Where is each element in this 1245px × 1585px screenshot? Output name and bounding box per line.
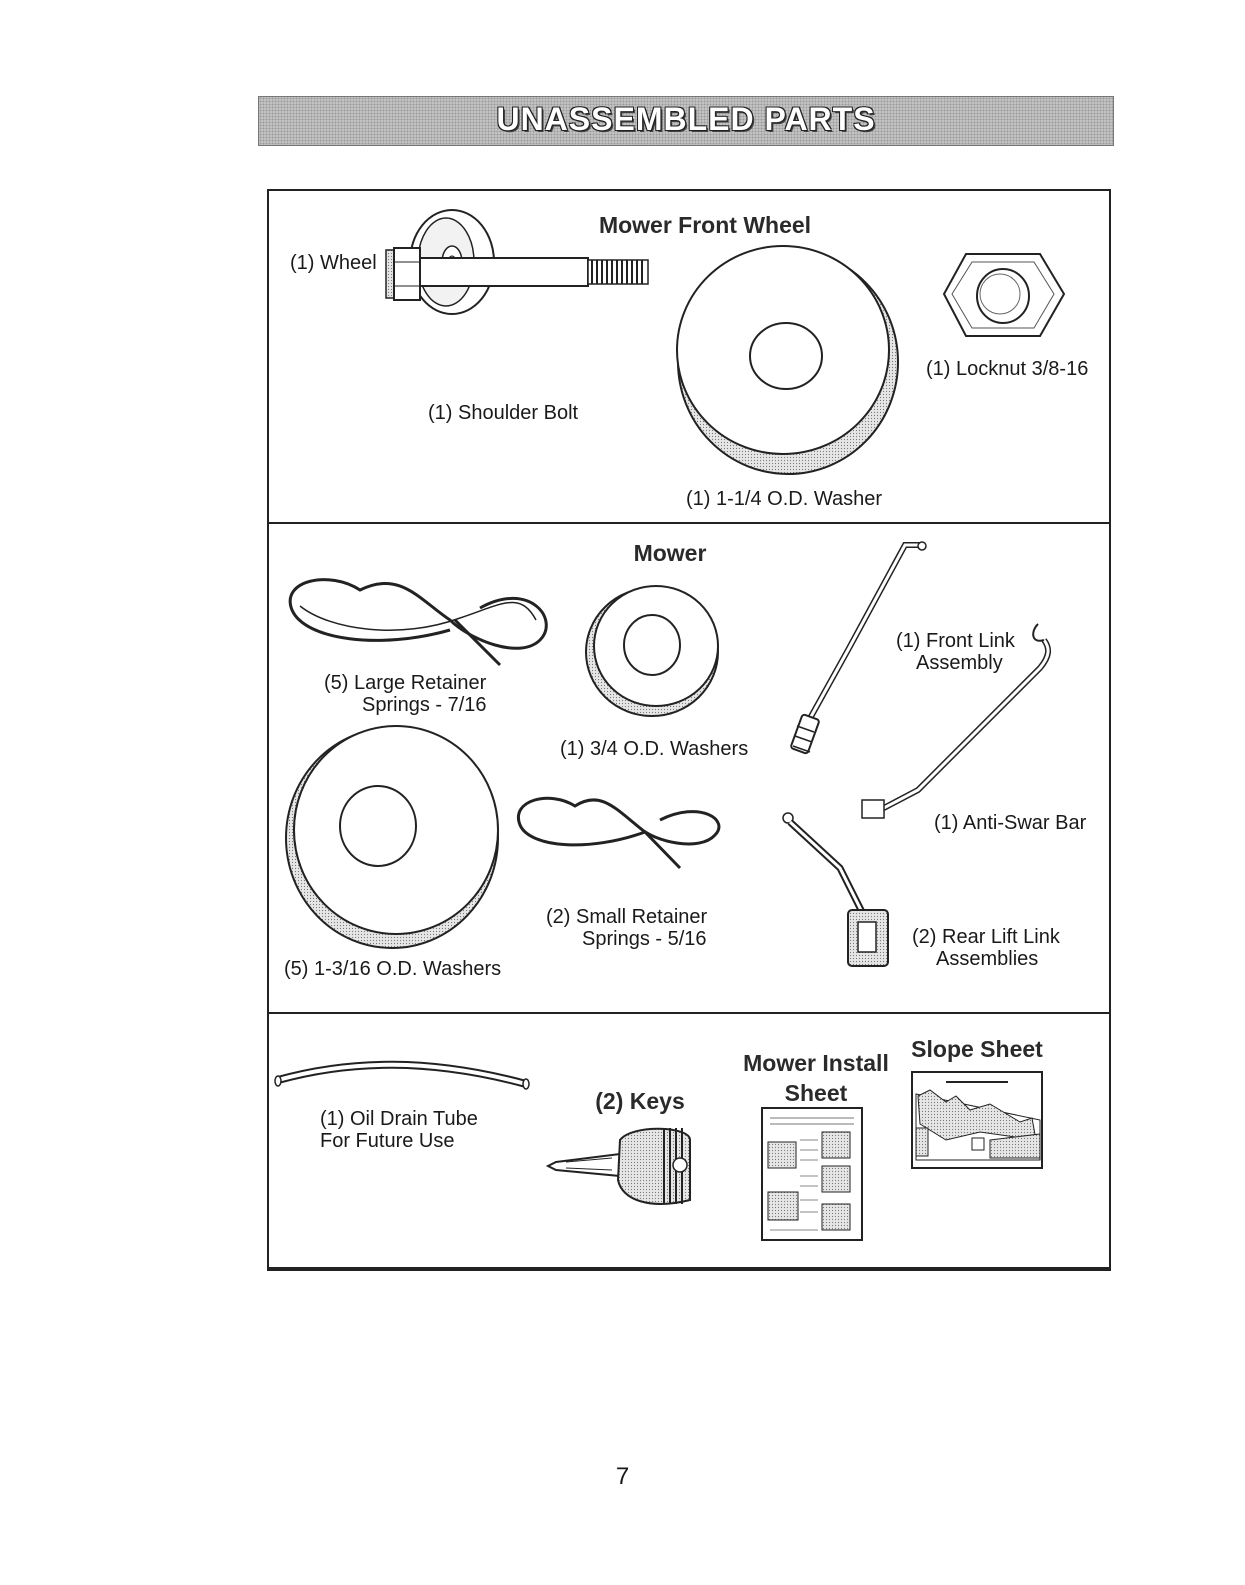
key-illustration [545, 1127, 691, 1205]
label-locknut: (1) Locknut 3/8-16 [926, 358, 1089, 380]
oil-drain-tube-illustration [274, 1060, 530, 1090]
label-small-springs-line2: Springs - 5/16 [582, 928, 707, 950]
label-shoulder-bolt: (1) Shoulder Bolt [428, 402, 579, 424]
label-anti-sway-bar: (1) Anti-Swar Bar [934, 812, 1087, 834]
large-washer-illustration [676, 245, 899, 475]
page-number: 7 [615, 1463, 630, 1490]
label-oil-drain-tube-line2: For Future Use [320, 1130, 455, 1152]
rear-lift-link-illustration [782, 812, 889, 967]
label-install-sheet-line1: Mower Install [743, 1050, 889, 1076]
install-sheet-illustration [761, 1107, 863, 1241]
label-rear-lift-line2: Assemblies [936, 948, 1039, 970]
label-large-springs-line1: (5) Large Retainer [324, 672, 487, 694]
section-banner: UNASSEMBLED PARTS [258, 96, 1114, 146]
front-link-illustration [790, 541, 927, 755]
label-front-link-line2: Assembly [916, 652, 1003, 674]
small-spring-illustration [516, 796, 721, 870]
label-washer-1-1-4: (1) 1-1/4 O.D. Washer [686, 488, 882, 510]
label-wheel: (1) Wheel [290, 252, 377, 274]
slope-sheet-illustration [911, 1071, 1043, 1169]
section-divider-1 [267, 522, 1111, 524]
parts-frame [267, 189, 1111, 1271]
label-install-sheet-line2: Sheet [784, 1080, 848, 1106]
medium-washer-illustration [285, 725, 499, 949]
label-keys: (2) Keys [595, 1088, 685, 1114]
label-oil-drain-tube-line1: (1) Oil Drain Tube [320, 1108, 478, 1130]
label-washers-3-4: (1) 3/4 O.D. Washers [560, 738, 749, 760]
large-spring-illustration [288, 578, 548, 667]
label-washers-1-3-16: (5) 1-3/16 O.D. Washers [284, 958, 502, 980]
page-title: UNASSEMBLED PARTS [496, 101, 876, 137]
label-rear-lift-line1: (2) Rear Lift Link [912, 926, 1060, 948]
small-washer-illustration [585, 585, 719, 717]
label-slope-sheet: Slope Sheet [911, 1036, 1043, 1062]
heading-mower: Mower [633, 540, 707, 566]
label-front-link-line1: (1) Front Link [896, 630, 1015, 652]
heading-mower-front-wheel: Mower Front Wheel [598, 212, 812, 238]
shoulder-bolt-illustration [385, 247, 649, 301]
label-small-springs-line1: (2) Small Retainer [546, 906, 708, 928]
section-divider-2 [267, 1012, 1111, 1014]
label-large-springs-line2: Springs - 7/16 [362, 694, 487, 716]
locknut-illustration [942, 253, 1066, 337]
anti-sway-bar-illustration [861, 623, 1052, 819]
